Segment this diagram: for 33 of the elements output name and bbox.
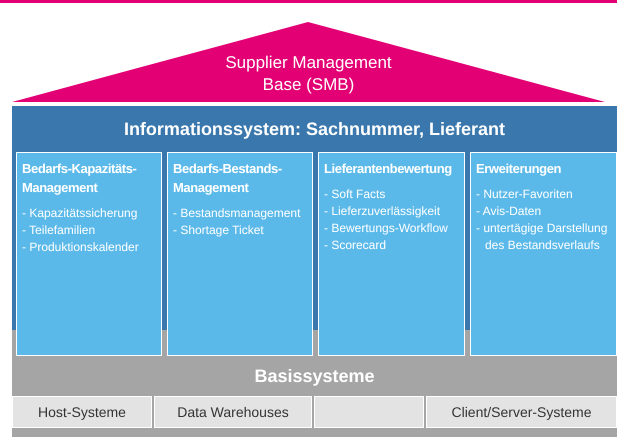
information-band <box>12 106 617 152</box>
list-item: - Bestandsmanagement <box>173 205 302 222</box>
system-label: Client/Server-Systeme <box>451 404 592 420</box>
roof-triangle <box>12 22 605 102</box>
roof-title: Supplier Management Base (SMB) <box>224 52 393 96</box>
system-box <box>314 396 424 428</box>
system-box <box>154 396 312 428</box>
list-item: - Produktionskalender <box>22 239 140 256</box>
pillar-heading: Lieferantenbewertung <box>324 160 453 178</box>
list-item: - Scorecard <box>324 237 388 254</box>
pillar-box <box>318 152 465 356</box>
base-heading: Basissysteme <box>253 365 376 388</box>
system-label: Data Warehouses <box>177 404 289 420</box>
list-item: - Teilefamilien <box>22 222 96 239</box>
list-item: - Soft Facts <box>324 186 386 203</box>
list-item: - Bewertungs-Workflow <box>324 220 449 237</box>
list-item: - Avis-Daten <box>476 203 542 220</box>
system-label: Host-Systeme <box>38 404 126 420</box>
list-item: - Lieferzuverlässigkeit <box>324 203 442 220</box>
system-box <box>426 396 617 428</box>
list-item: - untertägige Darstellung des Bestandsverlaufs <box>476 220 608 254</box>
band-heading: Informationssystem: Sachnummer, Lieferant <box>122 118 506 141</box>
base-band <box>12 356 617 437</box>
list-item: - Kapazitätssicherung <box>22 205 138 222</box>
pillar-box <box>167 152 313 356</box>
pillar-box <box>16 152 162 356</box>
pillar-heading: Bedarfs-Kapazitäts-Management <box>22 160 138 197</box>
list-item: - Shortage Ticket <box>173 222 265 239</box>
pillar-heading: Bedarfs-Bestands-Management <box>173 160 283 197</box>
list-item: - Nutzer-Favoriten <box>476 186 574 203</box>
pillar-box <box>470 152 617 356</box>
pillar-heading: Erweiterungen <box>476 160 562 178</box>
system-box <box>12 396 152 428</box>
